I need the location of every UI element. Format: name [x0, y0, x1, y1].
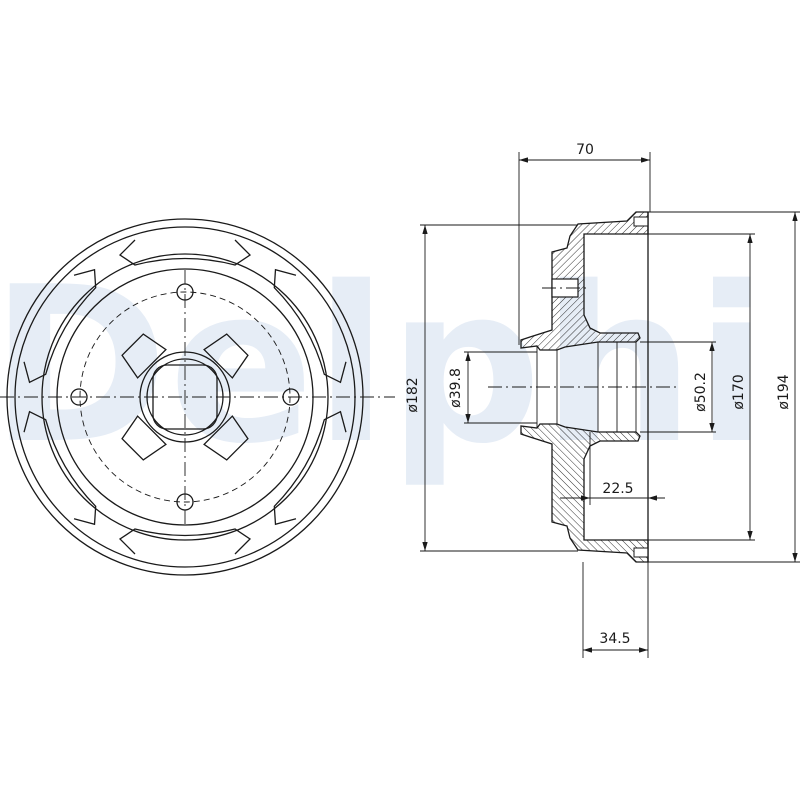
section-view — [488, 211, 680, 563]
section-upper — [520, 211, 649, 351]
windows — [121, 333, 249, 461]
watermark-logo: Delphi — [0, 240, 769, 491]
rim-slots — [23, 239, 347, 555]
front-view — [0, 218, 395, 576]
dimensions: 70 ø182 ø39.8 ø50.2 ø170 ø194 22.5 34.5 — [405, 142, 800, 658]
dim-bore-small: ø39.8 — [448, 368, 464, 408]
bolt-hole-left — [70, 388, 88, 406]
dim-brake-diameter: ø170 — [731, 374, 747, 409]
dim-offset-inner: 22.5 — [602, 481, 633, 497]
dim-offset-outer: 34.5 — [599, 631, 630, 647]
dim-flange-diameter: ø194 — [776, 374, 792, 409]
dim-bore-large: ø50.2 — [693, 372, 709, 412]
dim-width-overall: 70 — [576, 142, 594, 158]
dim-outer-diameter: ø182 — [405, 377, 421, 412]
